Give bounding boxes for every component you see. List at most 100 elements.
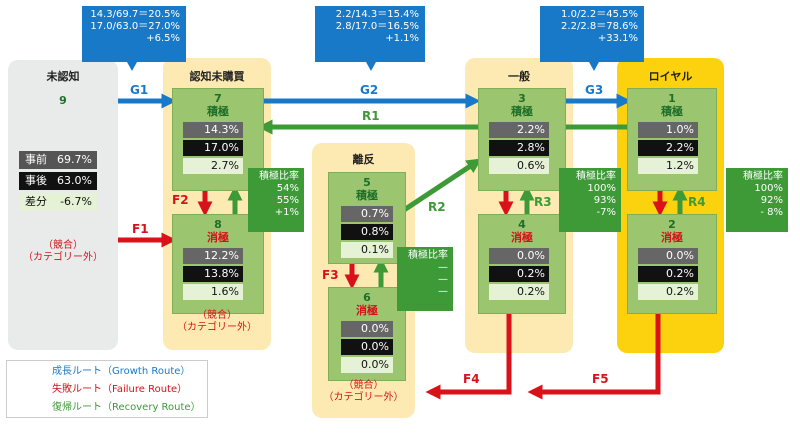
node-1-diff: 1.2% [638, 158, 698, 174]
node-5-diff: 0.1% [341, 242, 393, 258]
ratio-34-diff: -7% [596, 207, 616, 218]
unaware-count: 9 [59, 94, 67, 107]
node-7-before: 14.3% [183, 122, 243, 138]
node-1-after: 2.2% [638, 140, 698, 156]
bubble-g2-line1: 2.2/14.3＝15.4% [335, 9, 419, 20]
node-7-label: 積極 [207, 105, 229, 118]
arrow-f4 [425, 312, 512, 400]
bubble-g3-line2: 2.2/2.8＝78.6% [561, 21, 638, 32]
legend-item-failure: 失敗ルート（Failure Route） [52, 380, 187, 395]
route-label-f5: F5 [592, 372, 609, 386]
node-2-after: 0.2% [638, 266, 698, 282]
ratio-12-before: 100% [754, 183, 783, 194]
ratio-56-after: — [438, 274, 448, 285]
bubble-g1-line3: +6.5% [146, 33, 180, 44]
node-6-note: （競合） （カテゴリー外） [312, 380, 415, 404]
node-8-diff: 1.6% [183, 284, 243, 300]
node-8-note-line1: （競合） [197, 310, 237, 321]
ratio-12-after: 92% [760, 195, 783, 206]
node-5-after: 0.8% [341, 224, 393, 240]
node-6-note-line1: （競合） [343, 380, 384, 391]
node-3-after: 2.8% [489, 140, 549, 156]
node-8-note-line2: （カテゴリー外） [177, 322, 257, 333]
bubble-g1-pointer [127, 62, 137, 71]
unaware-note-line2: （カテゴリー外） [23, 252, 103, 263]
node-1: 1 積極 1.0% 2.2% 1.2% [627, 88, 717, 191]
ratio-34-after: 93% [593, 195, 616, 206]
ratio-56-before: — [438, 262, 448, 273]
ratio-56-diff: — [438, 286, 448, 297]
unaware-note-line1: （競合） [43, 240, 83, 251]
node-2-diff: 0.2% [638, 284, 698, 300]
pre-row-before: 事前 69.7% [19, 151, 97, 169]
node-7-diff: 2.7% [183, 158, 243, 174]
node-2-before: 0.0% [638, 248, 698, 264]
bubble-g2-line2: 2.8/17.0＝16.5% [335, 21, 419, 32]
ratio-78-diff: +1% [274, 207, 299, 218]
node-4-diff: 0.2% [489, 284, 549, 300]
node-8-after: 13.8% [183, 266, 243, 282]
node-4: 4 消極 0.0% 0.2% 0.2% [478, 214, 566, 314]
pre-value-diff: -6.7% [60, 195, 92, 208]
pre-label-diff: 差分 [25, 195, 47, 208]
node-5-number: 5 [363, 176, 371, 189]
ratio-34-title: 積極比率 [576, 171, 616, 182]
route-label-g3: G3 [585, 83, 604, 97]
stage-title-general: 一般 [508, 70, 530, 83]
legend-label-failure: 失敗ルート（Failure Route） [52, 384, 188, 395]
legend [6, 360, 208, 418]
node-6-after: 0.0% [341, 339, 393, 355]
pre-row-diff: 差分 -6.7% [19, 193, 97, 211]
ratio-box-34: 積極比率 100% 93% -7% [559, 168, 621, 232]
pre-value-after: 63.0% [57, 174, 92, 187]
bubble-g2-pointer [366, 62, 376, 71]
node-3-number: 3 [518, 92, 526, 105]
ratio-12-title: 積極比率 [743, 171, 783, 182]
bubble-g1-line2: 17.0/63.0＝27.0% [90, 21, 180, 32]
node-3: 3 積極 2.2% 2.8% 0.6% [478, 88, 566, 191]
stage-title-defect: 離反 [352, 153, 375, 166]
ratio-box-56: 積極比率 — — — [397, 247, 453, 311]
node-3-diff: 0.6% [489, 158, 549, 174]
node-7-after: 17.0% [183, 140, 243, 156]
legend-item-growth: 成長ルート（Growth Route） [52, 362, 190, 377]
arrow-f5 [527, 312, 661, 400]
route-label-r2: R2 [428, 200, 446, 214]
node-6-label: 消極 [356, 304, 378, 317]
node-2: 2 消極 0.0% 0.2% 0.2% [627, 214, 717, 314]
stage-title-loyal: ロイヤル [648, 70, 693, 83]
node-6-note-line2: （カテゴリー外） [323, 392, 404, 403]
node-3-before: 2.2% [489, 122, 549, 138]
node-6-number: 6 [363, 291, 371, 304]
ratio-56-title: 積極比率 [408, 250, 448, 261]
node-5-before: 0.7% [341, 206, 393, 222]
unaware-note: （競合） （カテゴリー外） [8, 240, 118, 264]
route-label-r4: R4 [688, 195, 706, 209]
ratio-box-78: 積極比率 54% 55% +1% [248, 168, 304, 232]
route-label-f1: F1 [132, 222, 149, 236]
ratio-34-before: 100% [587, 183, 616, 194]
route-label-r1: R1 [362, 109, 380, 123]
node-5-label: 積極 [356, 189, 378, 202]
bubble-g3-pointer [589, 62, 599, 71]
pre-row-after: 事後 63.0% [19, 172, 97, 190]
stage-title-unaware: 未認知 [46, 70, 80, 83]
node-7-number: 7 [214, 92, 222, 105]
node-4-label: 消極 [511, 231, 533, 244]
node-1-number: 1 [668, 92, 676, 105]
ratio-box-12: 積極比率 100% 92% - 8% [726, 168, 788, 232]
arrow-r2 [402, 158, 482, 213]
node-6: 6 消極 0.0% 0.0% 0.0% [328, 287, 406, 381]
bubble-g3-line1: 1.0/2.2＝45.5% [561, 9, 638, 20]
bubble-g1: 14.3/69.7＝20.5% 17.0/63.0＝27.0% +6.5% [82, 6, 186, 62]
node-3-label: 積極 [511, 105, 533, 118]
node-2-label: 消極 [661, 231, 683, 244]
node-4-number: 4 [518, 218, 526, 231]
node-8-before: 12.2% [183, 248, 243, 264]
route-label-g1: G1 [130, 83, 149, 97]
node-8-number: 8 [214, 218, 222, 231]
pre-label-before: 事前 [25, 153, 47, 166]
bubble-g2-line3: +1.1% [385, 33, 419, 44]
legend-label-growth: 成長ルート（Growth Route） [52, 366, 191, 377]
route-label-f2: F2 [172, 193, 189, 207]
